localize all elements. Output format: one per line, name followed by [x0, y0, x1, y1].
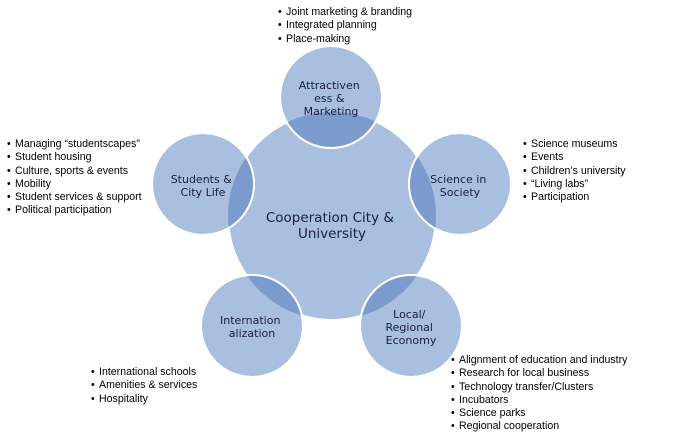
bullet-item: Amenities & services: [91, 379, 197, 393]
bullet-item: Incubators: [451, 394, 627, 408]
bullet-item: Science parks: [451, 407, 627, 421]
bullets-science: Science museums Events Children’s univer…: [523, 138, 626, 205]
node-label-students: Students & City Life: [171, 173, 236, 199]
bullet-item: Managing “studentscapes”: [7, 138, 142, 152]
bullet-item: Research for local business: [451, 367, 627, 381]
node-label-attractiveness: Attractiven ess & Marketing: [299, 79, 363, 118]
node-label-line: Science in: [430, 173, 486, 186]
node-label-internationalization: Internation alization: [220, 314, 284, 340]
bullet-item: Regional cooperation: [451, 420, 627, 434]
node-label-line: Regional: [386, 321, 433, 334]
outline-economy: [359, 274, 463, 378]
node-label-line: ess &: [314, 92, 345, 105]
bullet-item: “Living labs”: [523, 178, 626, 192]
node-label-line: Society: [440, 186, 481, 199]
node-label-line: Students &: [171, 173, 233, 186]
node-label-economy: Local/ Regional Economy: [386, 308, 437, 347]
node-label-line: Attractiven: [299, 79, 360, 92]
bullets-attractiveness: Joint marketing & branding Integrated pl…: [278, 6, 412, 46]
outline-attractiveness: [279, 45, 383, 149]
bullet-item: International schools: [91, 366, 197, 380]
bullet-item: Mobility: [7, 178, 142, 192]
overlap-internationalization: [228, 275, 303, 320]
center-label: Cooperation City & University: [266, 210, 398, 242]
bullets-students: Managing “studentscapes” Student housing…: [7, 138, 142, 218]
bullet-item: Place-making: [278, 33, 412, 47]
bullet-item: Technology transfer/Clusters: [451, 381, 627, 395]
bullet-item: Student housing: [7, 151, 142, 165]
center-label-line: University: [298, 226, 366, 242]
node-label-line: Economy: [386, 334, 437, 347]
node-label-line: alization: [229, 327, 275, 340]
node-label-line: City Life: [181, 186, 226, 199]
bullet-item: Events: [523, 151, 626, 165]
bullet-item: Political participation: [7, 204, 142, 218]
overlap-economy: [360, 275, 436, 320]
bullet-item: Children’s university: [523, 165, 626, 179]
bullet-item: Joint marketing & branding: [278, 6, 412, 20]
node-label-line: Internation: [220, 314, 280, 327]
overlap-attractiveness: [280, 112, 382, 148]
bullet-item: Student services & support: [7, 191, 142, 205]
outline-internationalization: [200, 274, 304, 378]
bullet-item: Integrated planning: [278, 19, 412, 33]
node-label-line: Local/: [393, 308, 426, 321]
node-label-science: Science in Society: [430, 173, 490, 199]
outline-science: [408, 132, 512, 236]
bullets-internationalization: International schools Amenities & servic…: [91, 366, 197, 406]
bullet-item: Science museums: [523, 138, 626, 152]
outline-students: [151, 132, 255, 236]
node-label-line: Marketing: [304, 105, 359, 118]
bullet-item: Participation: [523, 191, 626, 205]
overlap-outlines: [151, 45, 512, 378]
bullet-item: Alignment of education and industry: [451, 354, 627, 368]
bullet-item: Culture, sports & events: [7, 165, 142, 179]
center-label-line: Cooperation City &: [266, 210, 395, 226]
bullets-economy: Alignment of education and industry Rese…: [451, 354, 627, 434]
bullet-item: Hospitality: [91, 393, 197, 407]
